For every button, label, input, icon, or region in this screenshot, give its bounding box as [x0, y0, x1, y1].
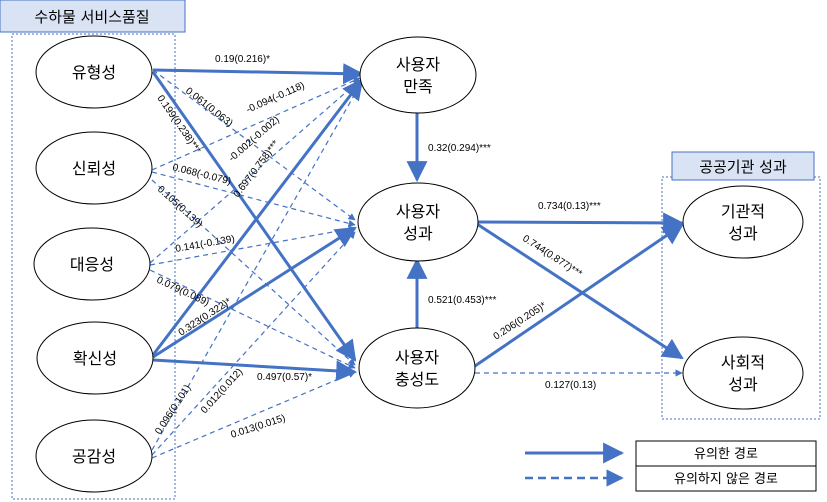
node-satisfaction — [359, 36, 477, 114]
node-social-line1: 사회적 — [721, 353, 765, 372]
solid-edges — [151, 63, 685, 382]
node-responsiveness-label: 대응성 — [70, 255, 114, 274]
node-assurance-label: 확신성 — [73, 349, 117, 368]
right-group-label: 공공기관 성과 — [699, 158, 787, 176]
edge-label-e4: -0.094(-0.118) — [245, 80, 307, 116]
edge-assurance-loyalty — [152, 358, 358, 382]
legend: 유의한 경로 유의하지 않은 경로 — [525, 440, 817, 492]
legend-significant-label: 유의한 경로 — [694, 447, 758, 462]
legend-not-significant-box — [635, 465, 817, 492]
right-group-header — [671, 151, 815, 181]
node-empathy — [35, 419, 153, 493]
edge-label-e8: 0.105(0.139) — [155, 184, 205, 230]
node-assurance — [36, 321, 154, 395]
node-satisfaction-line2: 만족 — [403, 77, 432, 96]
left-group: 수하물 서비스품질 — [0, 0, 186, 500]
node-satisfaction-line1: 사용자 — [396, 55, 440, 74]
node-loyalty-line2: 충성도 — [395, 370, 439, 389]
node-performance — [357, 182, 479, 262]
edge-label-e1: 0.19(0.216)* — [215, 54, 270, 65]
edge-label-e2: 0.061(0.063) — [183, 86, 234, 130]
edge-empathy-performance — [151, 231, 356, 456]
node-responsiveness — [33, 227, 151, 301]
edge-empathy-loyalty — [151, 371, 356, 459]
node-social-performance — [682, 336, 804, 410]
edge-label-e21: 0.127(0.13) — [545, 380, 596, 391]
left-group-header — [0, 0, 186, 33]
edge-tangibility-satisfaction — [152, 63, 365, 85]
edge-responsiveness-loyalty — [149, 269, 356, 369]
right-group: 공공기관 성과 — [661, 151, 821, 420]
edge-responsiveness-satisfaction — [149, 79, 361, 264]
node-social-line2: 성과 — [728, 375, 758, 394]
node-tangibility — [35, 35, 153, 109]
node-labels: 유형성 신뢰성 대응성 확신성 공감성 사용자 만족 사용자 성과 사용자 충성… — [70, 55, 765, 466]
legend-not-significant-label: 유의하지 않은 경로 — [674, 472, 778, 487]
node-performance-line2: 성과 — [403, 224, 433, 243]
edge-reliability-satisfaction — [151, 77, 361, 171]
edge-label-e6: 0.068(-0.079) — [171, 162, 232, 187]
nodes — [33, 35, 804, 493]
edge-label-e9: 0.141(-0.139) — [175, 234, 236, 255]
node-inst-line2: 성과 — [728, 224, 758, 243]
edge-reliability-performance — [151, 171, 356, 227]
node-inst-line1: 기관적 — [721, 202, 765, 221]
node-loyalty — [358, 327, 476, 409]
edge-reliability-loyalty — [151, 179, 356, 366]
node-reliability — [35, 131, 153, 205]
dashed-edges — [149, 69, 683, 459]
edge-assurance-performance — [152, 226, 357, 359]
edge-label-e16: 0.32(0.294)*** — [428, 143, 491, 154]
edge-performance-social — [476, 222, 684, 360]
edge-assurance-satisfaction — [151, 78, 364, 356]
node-reliability-label: 신뢰성 — [72, 159, 116, 178]
node-institutional-performance — [682, 185, 804, 259]
edge-responsiveness-performance — [149, 225, 356, 266]
node-empathy-label: 공감성 — [72, 447, 116, 466]
edge-tangibility-performance — [152, 69, 356, 221]
node-performance-line1: 사용자 — [396, 202, 440, 221]
edge-empathy-satisfaction — [151, 84, 361, 451]
edge-loyalty-institutional — [471, 223, 684, 370]
edge-label-e15: 0.013(0.015) — [230, 413, 287, 441]
edge-label-e18: 0.734(0.13)*** — [538, 201, 601, 212]
edge-tangibility-loyalty — [151, 71, 357, 362]
edge-label-e17: 0.521(0.453)*** — [428, 295, 496, 306]
edge-performance-institutional — [476, 212, 685, 234]
edge-label-e14: 0.012(0.012) — [199, 366, 245, 416]
edge-label-e13: 0.096(0.101) — [153, 383, 193, 437]
left-group-label: 수하물 서비스품질 — [34, 8, 149, 26]
node-loyalty-line1: 사용자 — [395, 348, 439, 367]
edge-label-e12: 0.497(0.57)* — [257, 372, 312, 383]
node-tangibility-label: 유형성 — [72, 63, 116, 82]
